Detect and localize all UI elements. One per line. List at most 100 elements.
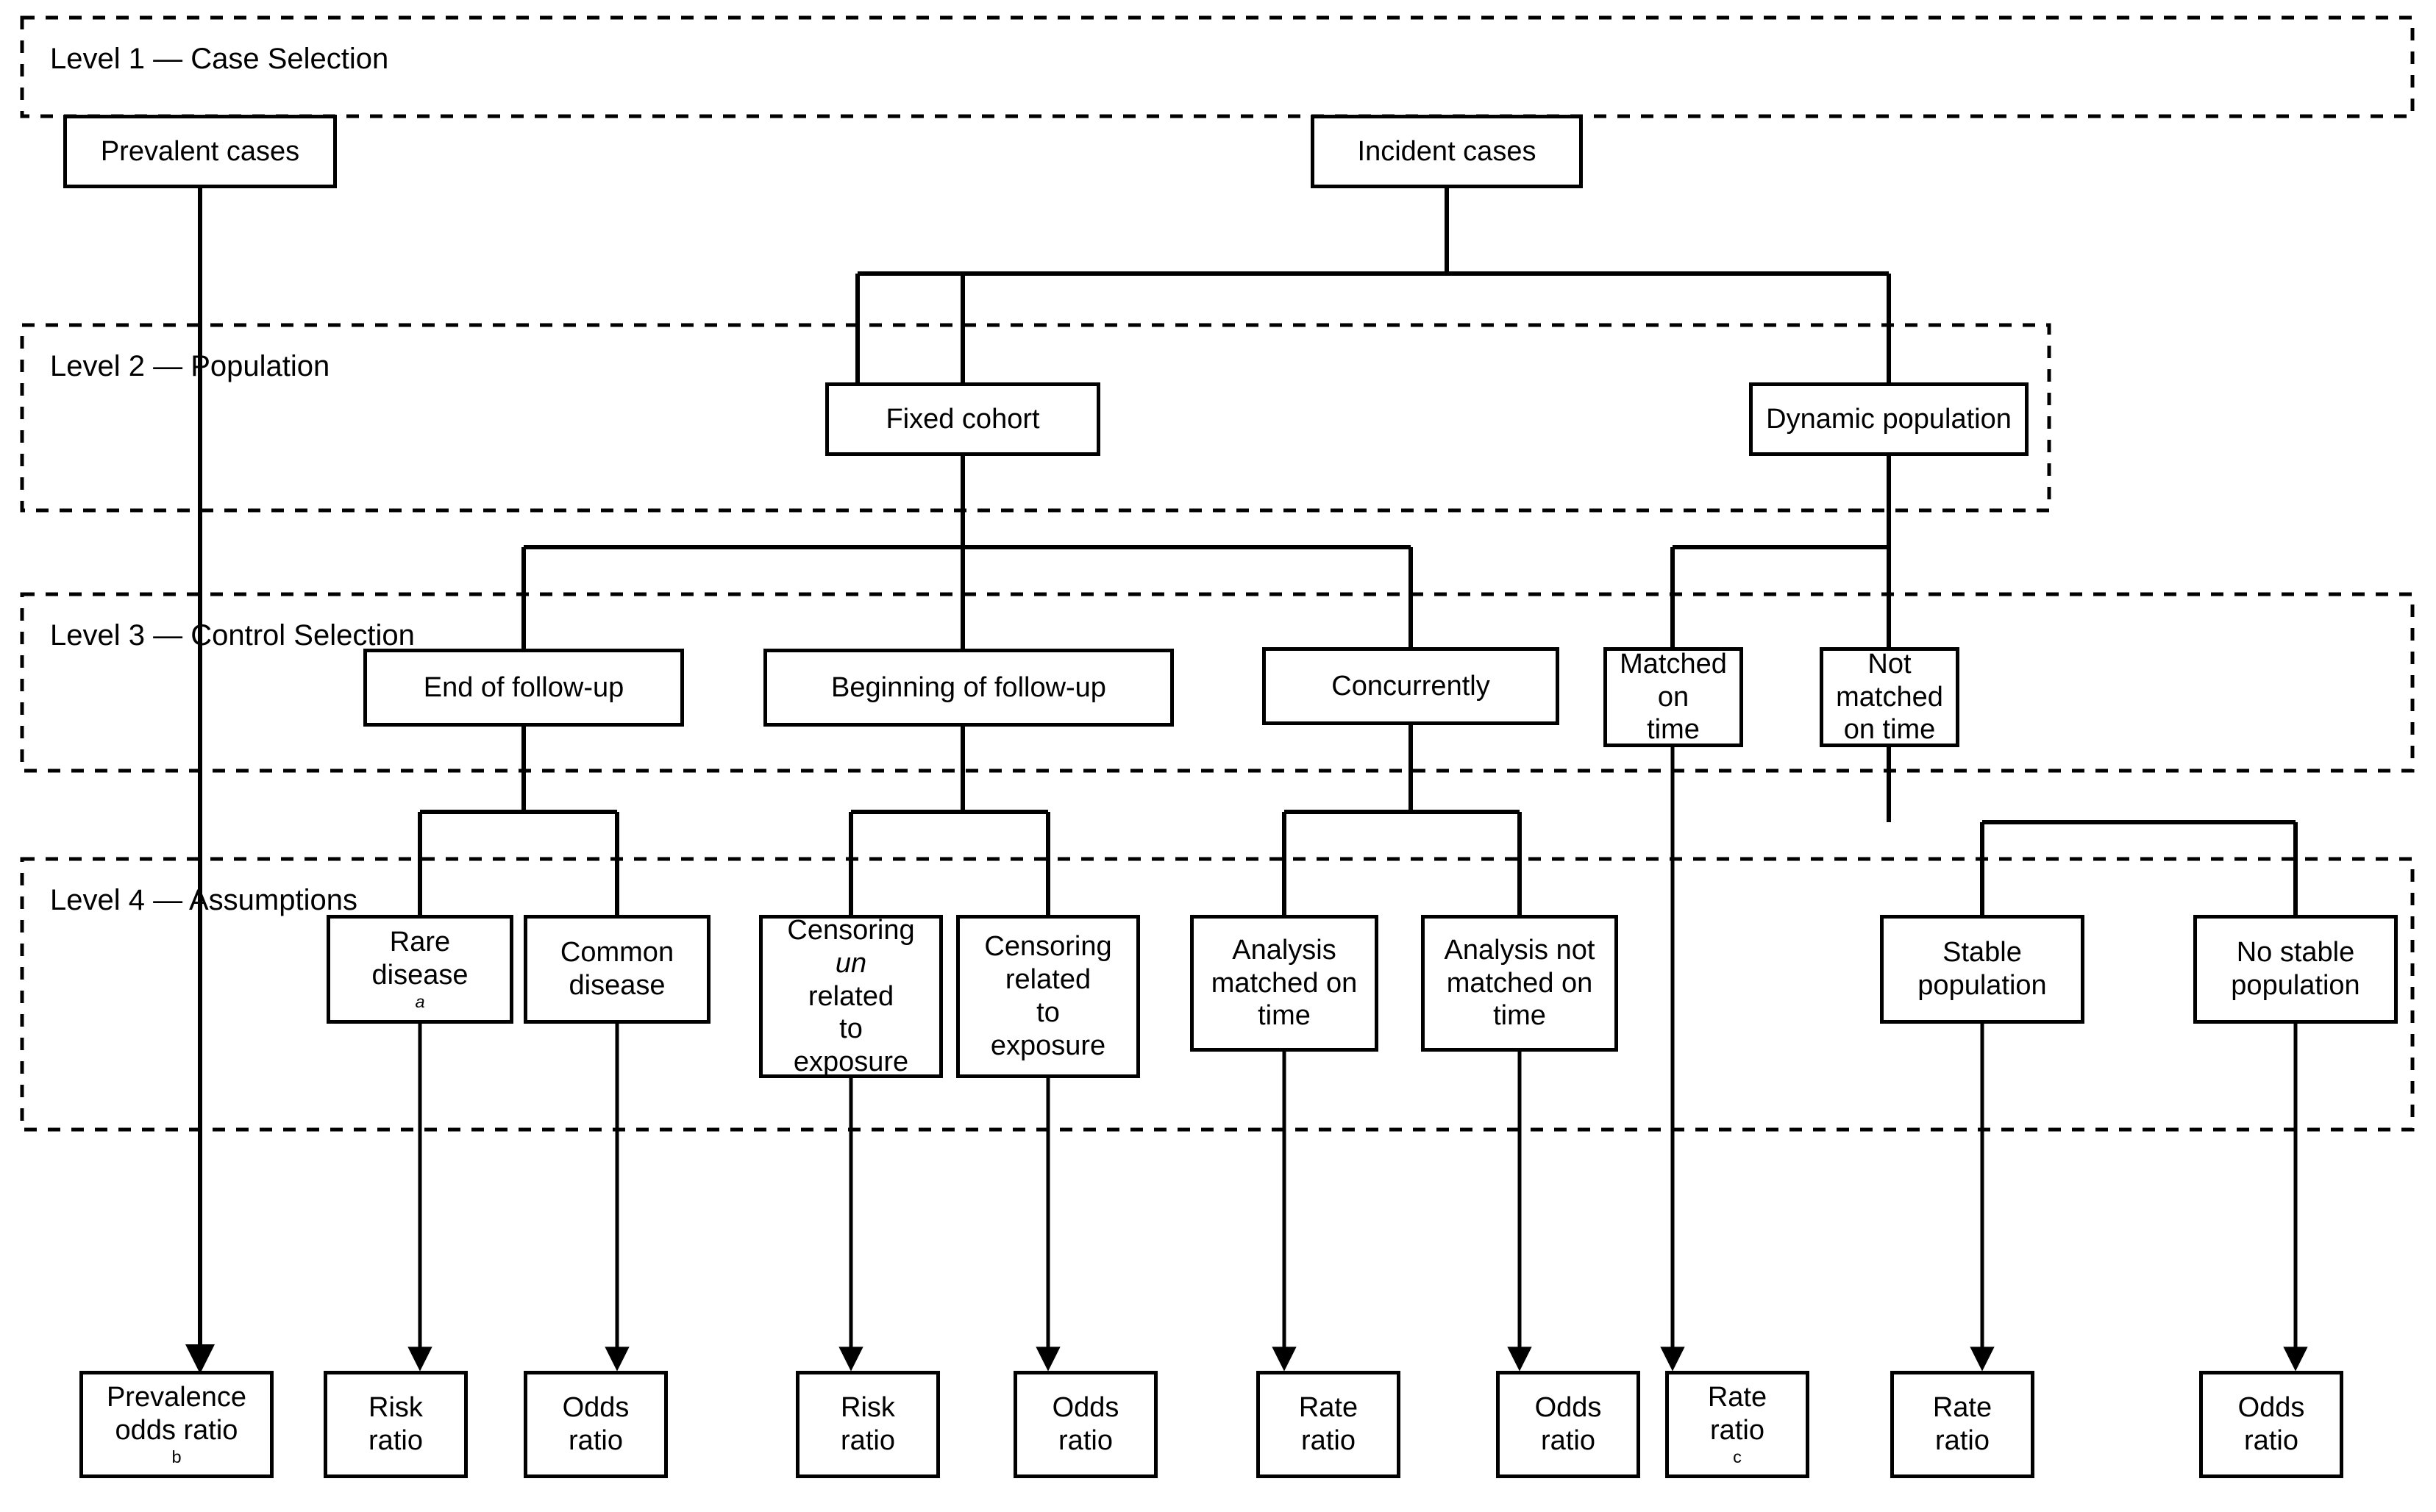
node-label-line: Censoring: [787, 914, 915, 946]
node-censoring-related[interactable]: Censoring related to exposure: [956, 915, 1140, 1078]
outcome-label-line: ratio: [569, 1425, 623, 1456]
outcome-label-line: Rate: [1932, 1392, 1992, 1424]
outcome-label-line: ratio: [1301, 1425, 1356, 1456]
node-label: Incident cases: [1357, 135, 1536, 167]
node-concurrently[interactable]: Concurrently: [1262, 647, 1559, 725]
node-label-line: Analysis: [1232, 934, 1336, 966]
outcome-label-line: Odds: [562, 1392, 630, 1424]
node-label-line: population: [1917, 970, 2047, 1001]
node-prevalent-cases[interactable]: Prevalent cases: [63, 115, 337, 188]
node-stable-population[interactable]: Stable population: [1880, 915, 2084, 1024]
outcome-risk-ratio-2[interactable]: Risk ratio: [796, 1371, 940, 1478]
connector-lines: [185, 188, 2298, 1374]
node-fixed-cohort[interactable]: Fixed cohort: [825, 382, 1100, 456]
node-label-line: Analysis not: [1444, 934, 1595, 966]
band-outline-level1: [20, 15, 2415, 118]
node-label-line: Stable: [1942, 937, 2022, 969]
node-label-line: Common: [560, 937, 674, 969]
node-label: End of follow-up: [423, 671, 624, 703]
node-label-line: Not matched: [1836, 648, 1943, 713]
band-outline-level3: [20, 592, 2415, 773]
node-label-line: disease: [569, 970, 666, 1001]
node-matched-on-time[interactable]: Matched on time: [1603, 647, 1743, 747]
node-label-line: on time: [1843, 714, 1936, 746]
band-label-level2: Level 2 — Population: [50, 350, 330, 382]
node-label-line: exposure: [990, 1030, 1106, 1061]
outcome-label-line: Rate: [1707, 1382, 1767, 1413]
node-label-line: matched on: [1211, 967, 1358, 999]
outcome-label-line: ratio: [841, 1425, 895, 1456]
node-label: Beginning of follow-up: [831, 671, 1106, 703]
band-outline-level2: [20, 323, 2051, 513]
band-label-level1: Level 1 — Case Selection: [50, 43, 389, 75]
outcome-label-line: ratio: [368, 1425, 423, 1456]
outcome-label-text: ratio: [1710, 1415, 1764, 1447]
node-label-line: time: [1258, 1000, 1311, 1032]
outcome-label-line: Prevalence: [106, 1382, 247, 1413]
node-incident-cases[interactable]: Incident cases: [1311, 115, 1583, 188]
outcome-odds-ratio-2[interactable]: Odds ratio: [1014, 1371, 1158, 1478]
node-label-line: time: [1493, 1000, 1546, 1032]
outcome-odds-ratio-1[interactable]: Odds ratio: [524, 1371, 668, 1478]
node-label-line: exposure: [793, 1046, 909, 1078]
outcome-arrows: [407, 747, 2308, 1372]
outcome-label-line: ratio: [1935, 1425, 1990, 1456]
outcome-label-line: Risk: [841, 1392, 895, 1424]
outcome-label-line: Odds: [1534, 1392, 1602, 1424]
outcome-label-line: Odds: [1052, 1392, 1119, 1424]
node-label-text: disease: [371, 960, 469, 991]
footnote-marker-c: c: [1733, 1447, 1742, 1466]
node-not-matched-on-time[interactable]: Not matched on time: [1820, 647, 1959, 747]
node-no-stable-population[interactable]: No stable population: [2193, 915, 2398, 1024]
node-label-line: Censoring: [984, 931, 1112, 963]
node-label-line: Matched on: [1620, 648, 1727, 713]
node-label-line: No stable: [2236, 937, 2355, 969]
outcome-label-text: odds ratio: [115, 1415, 238, 1447]
band-label-level3: Level 3 — Control Selection: [50, 619, 415, 652]
node-label: Prevalent cases: [100, 135, 300, 167]
outcome-label-line: Odds: [2237, 1392, 2305, 1424]
outcome-label-line: ratio: [1058, 1425, 1113, 1456]
footnote-marker-b: b: [171, 1447, 182, 1466]
outcome-label-line: ratio: [1541, 1425, 1595, 1456]
band-outlines: [20, 15, 2415, 1132]
outcome-label-line: ratio: [2244, 1425, 2298, 1456]
node-label-line: population: [2231, 970, 2360, 1001]
node-dynamic-population[interactable]: Dynamic population: [1749, 382, 2029, 456]
outcome-rate-ratio-1[interactable]: Rate ratio: [1256, 1371, 1400, 1478]
node-analysis-not-matched-on-time[interactable]: Analysis not matched on time: [1421, 915, 1618, 1052]
outcome-odds-ratio-3[interactable]: Odds ratio: [1496, 1371, 1640, 1478]
outcome-label-line: Rate: [1298, 1392, 1358, 1424]
outcome-label-line: Risk: [368, 1392, 423, 1424]
footnote-marker-a: a: [415, 991, 425, 1011]
outcome-risk-ratio-1[interactable]: Risk ratio: [324, 1371, 468, 1478]
node-label: Fixed cohort: [886, 403, 1040, 435]
node-label-line: time: [1647, 714, 1700, 746]
outcome-odds-ratio-4[interactable]: Odds ratio: [2199, 1371, 2343, 1478]
node-beginning-of-follow-up[interactable]: Beginning of follow-up: [763, 649, 1174, 727]
node-label-text: related: [808, 980, 894, 1012]
node-label-line: Rare: [389, 927, 451, 958]
node-end-of-follow-up[interactable]: End of follow-up: [363, 649, 684, 727]
node-label-line: matched on: [1446, 967, 1593, 999]
node-label-line: to: [1036, 997, 1060, 1028]
italic-prefix-un: un: [835, 947, 867, 979]
node-label-line: to: [839, 1013, 863, 1045]
outcome-rate-ratio-3[interactable]: Rate ratio: [1890, 1371, 2034, 1478]
node-analysis-matched-on-time[interactable]: Analysis matched on time: [1190, 915, 1378, 1052]
band-outline-level4: [20, 857, 2415, 1132]
band-label-level4: Level 4 — Assumptions: [50, 884, 357, 916]
node-common-disease[interactable]: Common disease: [524, 915, 710, 1024]
node-label: Concurrently: [1331, 670, 1490, 702]
node-label-line: related: [1005, 964, 1091, 996]
